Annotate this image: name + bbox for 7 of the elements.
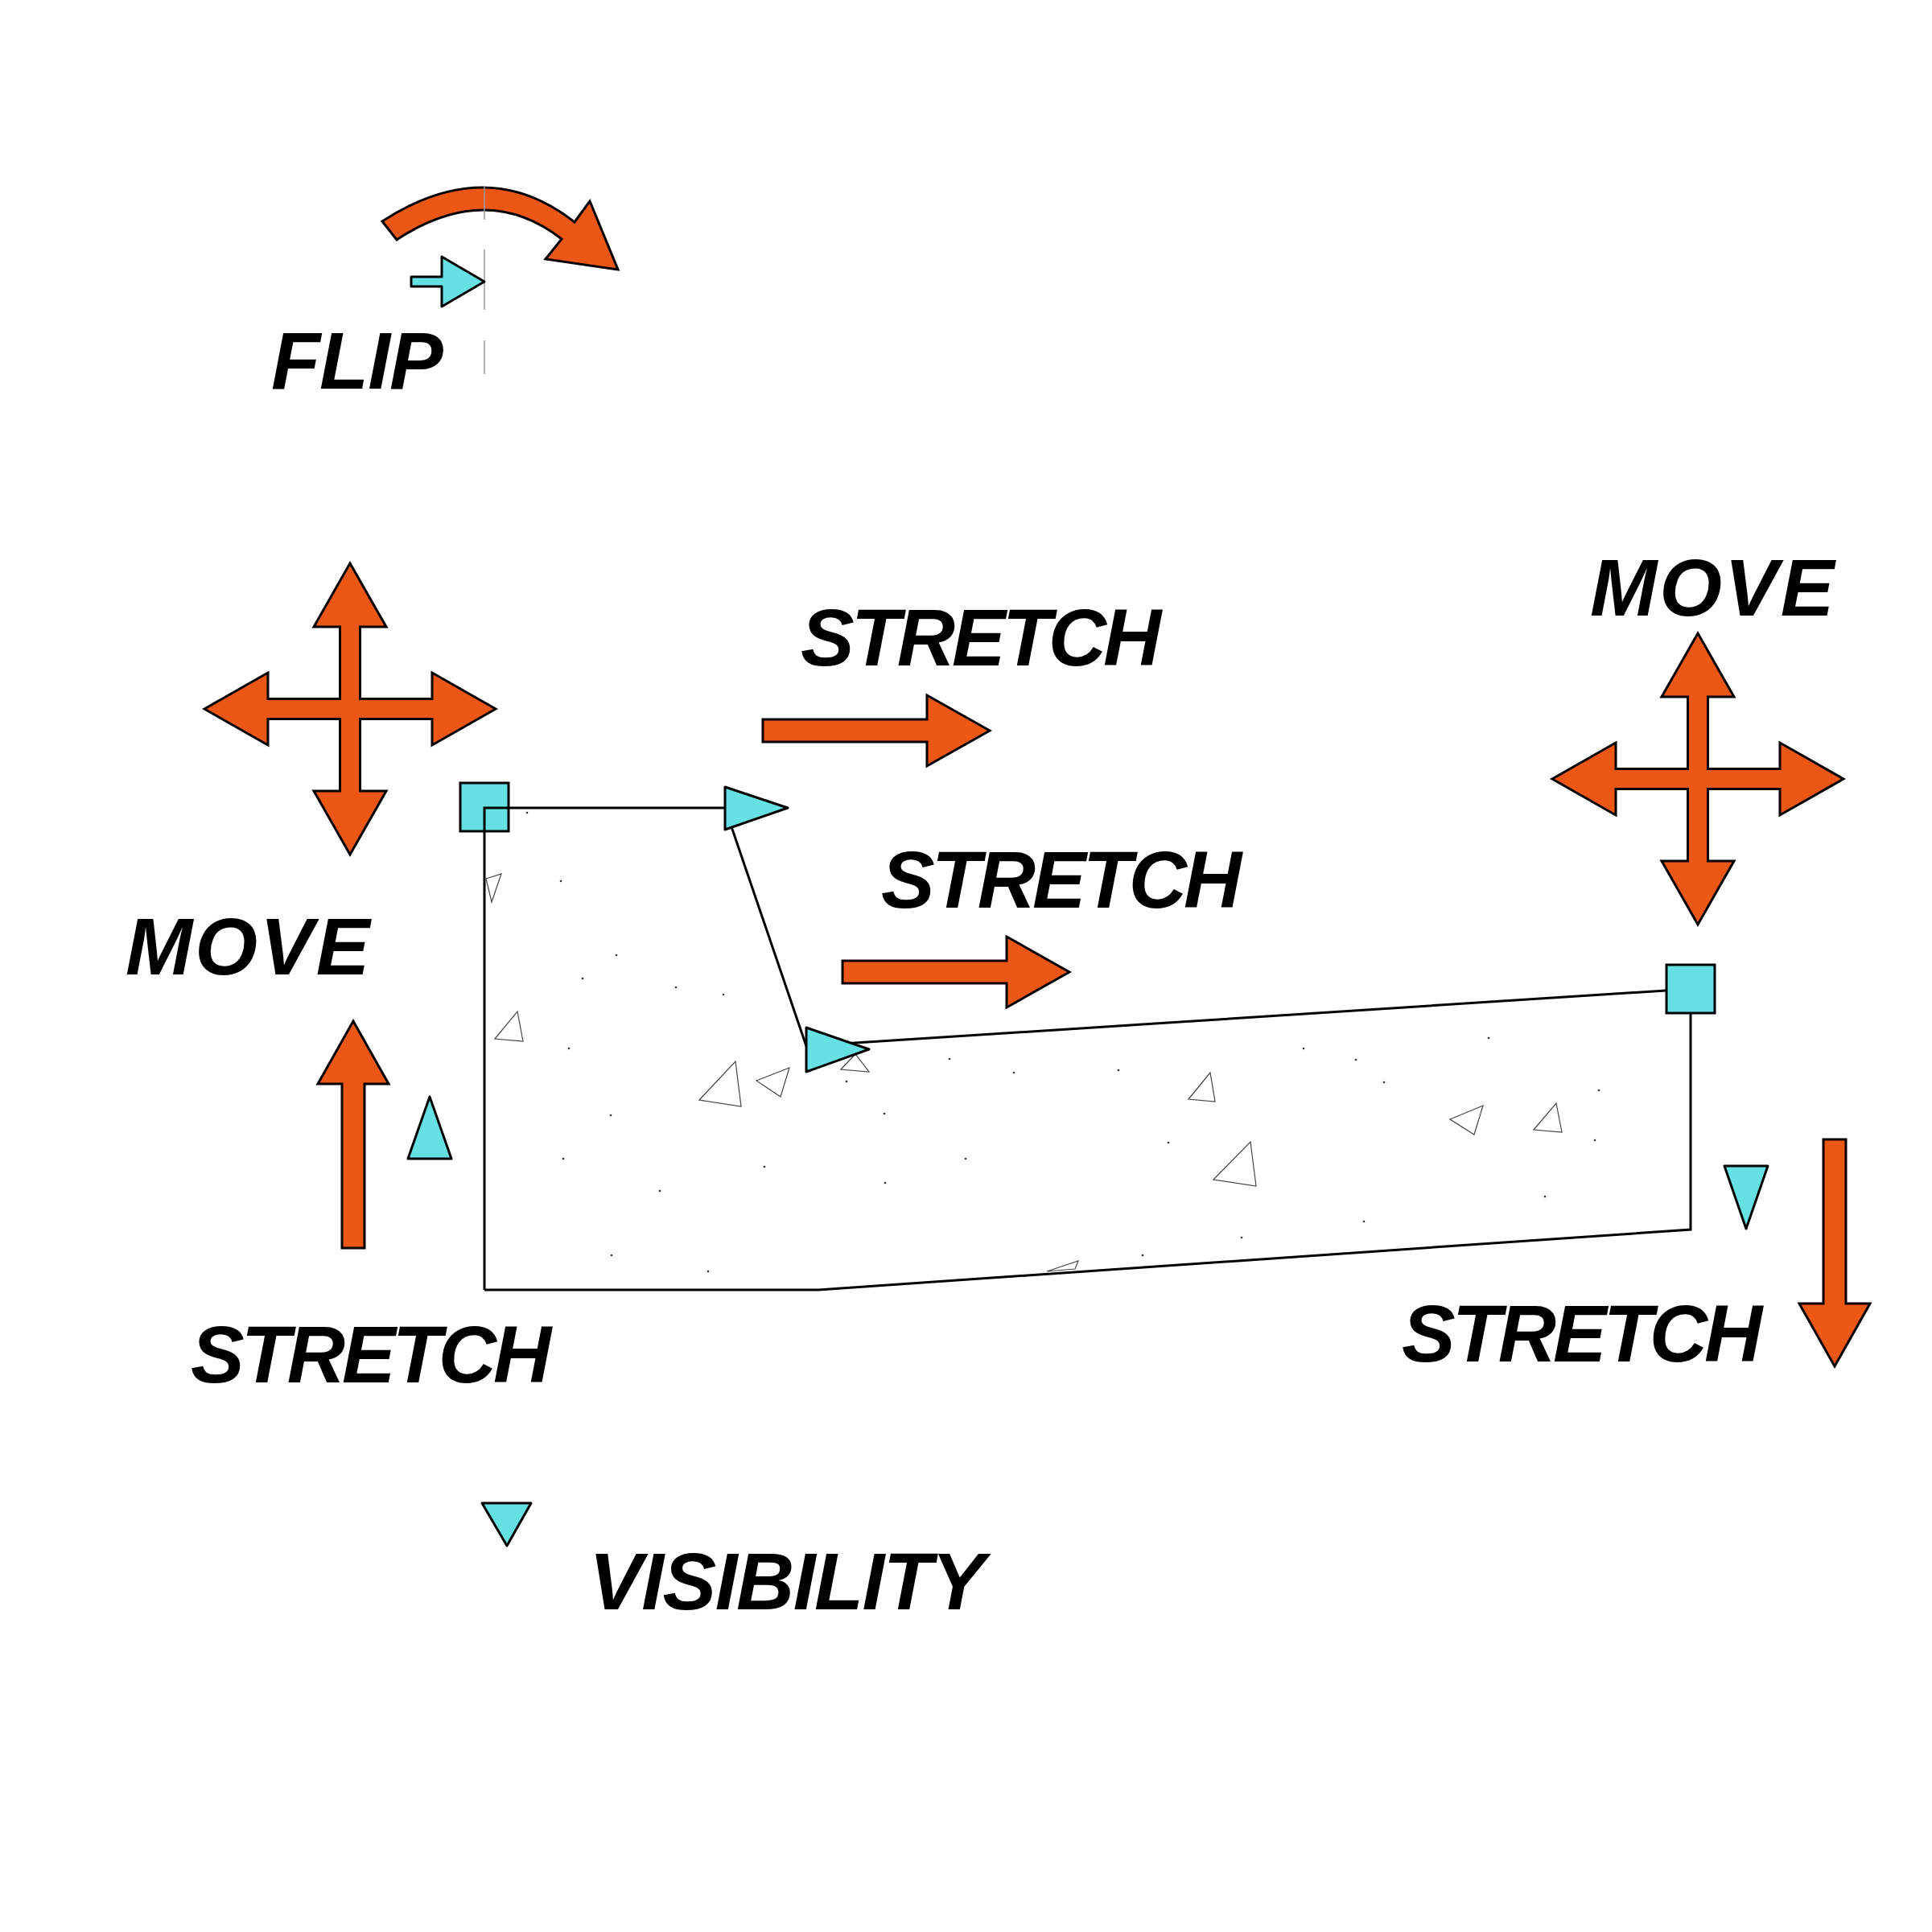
- action-label: STRETCH: [881, 839, 1244, 920]
- action-label: STRETCH: [191, 1314, 554, 1394]
- action-label: STRETCH: [1402, 1293, 1765, 1374]
- action-label: STRETCH: [801, 597, 1164, 678]
- action-label: FLIP: [271, 320, 444, 401]
- action-label: MOVE: [1590, 547, 1838, 628]
- action-label: MOVE: [126, 906, 373, 987]
